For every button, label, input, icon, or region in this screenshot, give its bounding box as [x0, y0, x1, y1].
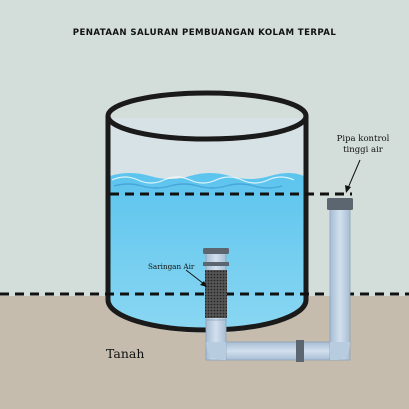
label-pipa-line1: Pipa kontrol [336, 134, 390, 144]
inner-pipe-band [203, 262, 229, 266]
pipe-elbow-left [206, 342, 226, 360]
water-waves [111, 176, 295, 184]
filter-mesh [205, 270, 227, 318]
label-pipa-line2: tinggi air [343, 145, 383, 155]
arrow-pipa [347, 159, 361, 189]
control-pipe-cap [327, 198, 353, 210]
water-waves-2 [113, 183, 283, 189]
arrow-saringan-head [200, 281, 207, 287]
inner-pipe-cap [203, 248, 229, 254]
pipe-elbow-right [330, 342, 350, 360]
tank-top-rim [105, 90, 309, 142]
control-pipe [329, 203, 351, 361]
label-pipa-kontrol: Pipa kontrol tinggi air [330, 134, 396, 156]
pipe-coupling [296, 340, 304, 362]
arrow-saringan [185, 269, 205, 285]
label-tanah: Tanah [106, 346, 145, 361]
arrow-pipa-head [345, 185, 351, 193]
outlet-pipe-horizontal [205, 341, 347, 361]
diagram-title: PENATAAN SALURAN PEMBUANGAN KOLAM TERPAL [72, 28, 337, 38]
label-saringan-air: Saringan Air [148, 262, 195, 271]
